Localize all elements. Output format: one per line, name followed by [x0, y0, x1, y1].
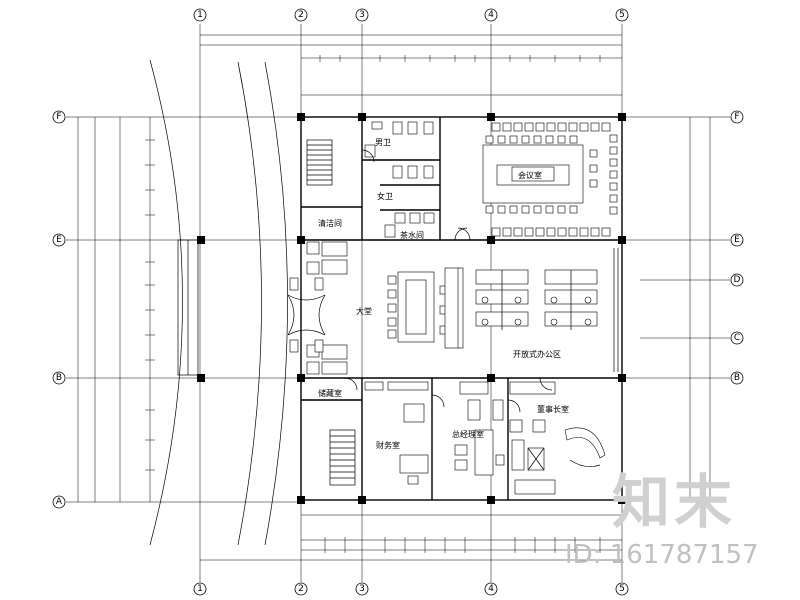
side-dimensions: [77, 117, 711, 502]
chairman-furniture: [509, 381, 606, 495]
grid-bubbles-bottom: [193, 582, 629, 596]
axis-label-B-left: B: [56, 373, 62, 383]
axis-label-4-bottom: 4: [488, 584, 494, 594]
toilet-women-label: 女卫: [377, 191, 393, 201]
storage-label: 储藏室: [318, 388, 342, 398]
chairman-office-label: 董事长室: [537, 404, 569, 414]
stair-top: [306, 139, 333, 186]
workstations: [475, 248, 619, 372]
grid-bubbles-left: [52, 110, 66, 509]
building-walls: [300, 116, 623, 501]
front-desk: [387, 267, 464, 349]
axis-label-E-left: E: [56, 235, 62, 245]
manager-furniture: [454, 381, 505, 476]
axis-label-E-right: E: [734, 235, 740, 245]
axis-label-3-top: 3: [359, 10, 365, 20]
axis-label-F-left: F: [56, 112, 61, 122]
finance-furniture: [364, 381, 429, 485]
doors: [344, 149, 553, 413]
axis-label-B-right: B: [734, 373, 740, 383]
axis-label-5-top: 5: [619, 10, 625, 20]
manager-office-label: 总经理室: [452, 429, 484, 439]
curved-facade: [149, 59, 288, 546]
axis-label-3-bottom: 3: [359, 584, 365, 594]
axis-label-4-top: 4: [488, 10, 494, 20]
meeting-room-label-box: [511, 166, 555, 182]
axis-label-5-bottom: 5: [619, 584, 625, 594]
axis-label-1-bottom: 1: [197, 584, 203, 594]
toilet-fixtures: [364, 121, 435, 238]
axis-label-C-right: C: [734, 333, 740, 343]
grid-bubbles-top: [193, 8, 629, 22]
meeting-room-label: 会议室: [518, 170, 542, 180]
watermark-id: ID: 161787157: [565, 540, 759, 570]
toilet-men-label: 男卫: [375, 138, 391, 147]
axis-label-A-left: A: [56, 497, 63, 507]
columns: [197, 113, 626, 504]
reception-label: 大堂: [356, 306, 372, 316]
open-office-label: 开放式办公区: [513, 349, 561, 359]
axis-label-1-top: 1: [197, 10, 203, 20]
finance-room-label: 财务室: [376, 440, 400, 450]
cleaning-room-label: 清洁间: [318, 218, 342, 228]
watermark-brand: 知末: [612, 468, 737, 536]
stair-bottom: [329, 429, 356, 486]
axis-label-D-right: D: [734, 275, 741, 285]
axis-label-2-top: 2: [298, 10, 304, 20]
grid-bubbles-right: [730, 110, 744, 385]
axis-label-F-right: F: [734, 112, 739, 122]
meeting-chairs: [485, 122, 618, 237]
water-room-label: 茶水间: [400, 230, 424, 240]
axis-label-2-bottom: 2: [298, 584, 304, 594]
bottom-dimensions: [200, 514, 622, 561]
top-dimensions: [200, 34, 622, 96]
reception-furniture: [287, 241, 348, 375]
